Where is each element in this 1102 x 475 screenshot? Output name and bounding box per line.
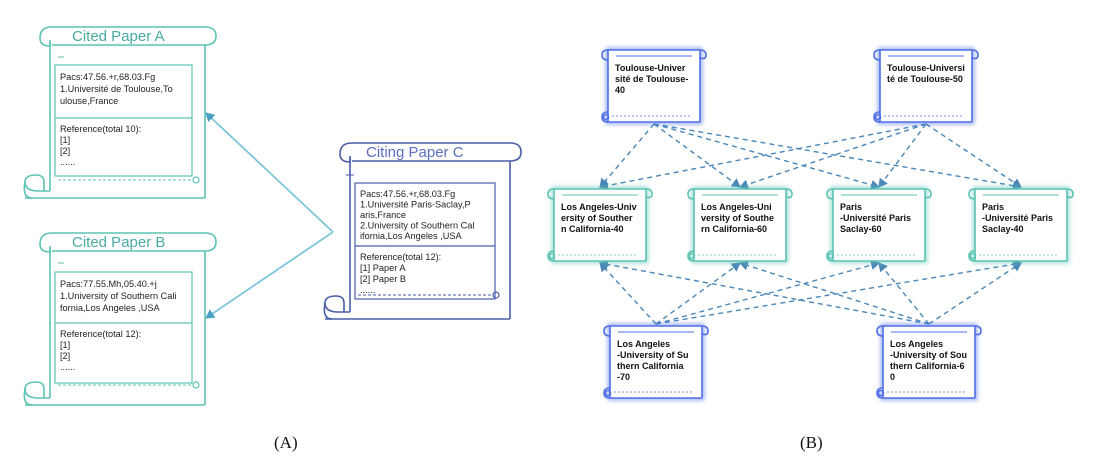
cited-paper-a-scroll [23,26,217,199]
scroll-curl-bottom [324,295,350,313]
network-node-top: Toulouse-Université de Toulouse-40 [601,47,707,125]
node-label-line: sité de Toulouse- [615,74,688,84]
paper-info-line: 1.Université de Toulouse,To [60,84,173,94]
citation-arrow-c-to-a [205,112,334,233]
panel-a-caption: (A) [274,433,298,452]
scroll-title-band [52,26,217,46]
citation-edge [653,123,1022,191]
network-node-top: Toulouse-Université de Toulouse-50 [873,47,979,125]
node-label-line: 0 [890,372,895,382]
node-label-line: thern California [617,361,685,371]
cited-paper-b-body: Pacs:77.55.Mh,05.40.+j 1.University of So… [60,279,176,372]
paper-info-line: Pacs:77.55.Mh,05.40.+j [60,279,157,289]
scroll-title-band [352,142,522,162]
cited-paper-b-title: Cited Paper B [72,234,165,251]
cited-paper-a-title: Cited Paper A [72,28,165,45]
node-label-line: -University of Sou [890,350,967,360]
scroll-curl-bottom [24,174,50,192]
scroll-curl-top [39,232,53,253]
citation-edge [739,260,930,325]
node-label-line: n California-40 [561,224,624,234]
citation-edge [653,123,880,190]
paper-info-line: 1.University of Southern Cali [60,291,176,301]
citation-edge [739,123,927,190]
citing-paper-c-body: Pacs:47.56.+r,68.03.Fg1.Université Paris… [360,189,474,295]
network-node-mid: Los Angeles-University of Southern Calif… [687,186,793,264]
node-label-line: -Université Paris [982,213,1053,223]
node-label-line: Toulouse-Universi [887,63,965,73]
scroll-curl-top [339,142,353,163]
network-nodes: Toulouse-Université de Toulouse-40Toulou… [547,47,1074,401]
reference-line: ...... [60,362,75,372]
citation-edge [928,262,1022,325]
reference-line: [1] [60,340,70,350]
reference-line: [2] [60,351,70,361]
paper-info-line: Pacs:47.56.+r,68.03.Fg [360,189,455,199]
citation-edge [655,262,741,325]
scroll-title-band [52,232,217,252]
cited-paper-a-body: Pacs:47.56.+r,68.03.Fg 1.Université de To… [60,72,173,167]
reference-line: ...... [360,285,375,295]
node-label-line: Saclay-40 [982,224,1024,234]
node-label-line: Los Angeles-Univ [561,202,637,212]
node-label-line: -Université Paris [840,213,911,223]
scroll-curl-bottom [24,381,50,399]
citing-paper-c-title: Citing Paper C [366,144,464,161]
node-label-line: 40 [615,85,625,95]
node-label-line: Toulouse-Univer [615,63,686,73]
reference-line: [1] [60,135,70,145]
panel-b: Toulouse-Université de Toulouse-40Toulou… [547,47,1074,401]
paper-info-line: Pacs:47.56.+r,68.03.Fg [60,72,155,82]
citation-arrow-c-to-b [205,231,334,319]
citing-paper-c-scroll [323,142,522,320]
citation-edge [599,123,927,191]
reference-line: Reference(total 12): [360,252,441,262]
panel-b-caption: (B) [800,433,823,452]
reference-line: [1] Paper A [360,263,406,273]
network-node-bottom: Los Angeles-University of Southern Calif… [876,323,982,401]
citation-edge [925,123,1022,188]
citation-edge [653,123,741,188]
node-label-line: Los Angeles [617,339,670,349]
citation-edge [655,260,880,325]
node-label-line: Paris [982,202,1004,212]
reference-line: [2] Paper B [360,274,406,284]
paper-info-line: 1.Université Paris-Saclay,P [360,200,471,210]
citation-edge [599,262,657,325]
paper-info-line: aris,France [360,210,406,220]
citation-edge [599,259,930,325]
scroll-curl-top [39,26,53,47]
node-label-line: rn California-60 [701,224,767,234]
node-label-line: Paris [840,202,862,212]
citation-edge [655,259,1022,325]
citation-edge [878,262,930,325]
reference-line: [2] [60,146,70,156]
citation-edge [599,123,655,188]
network-edges [599,123,1022,325]
reference-line: Reference(total 10): [60,124,141,134]
paper-info-line: fornia,Los Angeles ,USA [60,303,160,313]
node-label-line: versity of Southe [701,213,774,223]
node-label-line: thern California-6 [890,361,965,371]
paper-info-line: ifornia,Los Angeles ,USA [360,231,463,241]
node-label-line: -70 [617,372,630,382]
citation-edge [878,123,927,188]
reference-line: Reference(total 12): [60,329,141,339]
cited-paper-b-scroll [23,232,217,406]
panel-a: Cited Paper A Pacs:47.56.+r,68.03.Fg1.Un… [23,26,522,406]
node-label-line: Los Angeles [890,339,943,349]
paper-info-line: ulouse,France [60,96,118,106]
reference-line: ...... [60,157,75,167]
node-label-line: Los Angeles-Uni [701,202,772,212]
node-label-line: Saclay-60 [840,224,882,234]
node-label-line: ersity of Souther [561,213,633,223]
paper-info-line: 2.University of Southern Cal [360,221,474,231]
node-label-line: té de Toulouse-50 [887,74,963,84]
node-label-line: -University of Su [617,350,689,360]
network-node-mid: Los Angeles-University of Southern Calif… [547,186,653,264]
